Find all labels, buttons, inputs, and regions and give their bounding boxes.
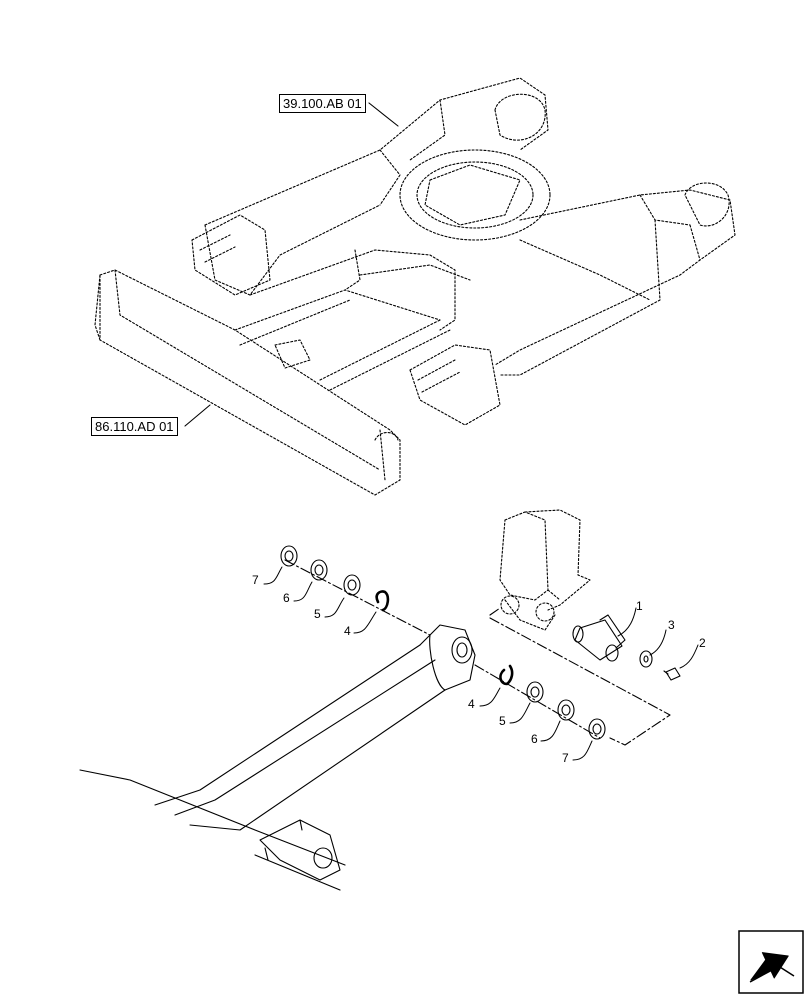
callout-1-pin: 1 bbox=[636, 599, 643, 613]
reference-label-frame[interactable]: 39.100.AB 01 bbox=[279, 94, 366, 113]
callout-leaders bbox=[263, 566, 699, 761]
callout-4-left: 4 bbox=[344, 624, 351, 638]
callout-5-left: 5 bbox=[314, 607, 321, 621]
reference-label-blade[interactable]: 86.110.AD 01 bbox=[91, 417, 178, 436]
ref-blade-leader bbox=[184, 404, 211, 427]
snap-ring-4-right bbox=[499, 664, 514, 686]
bolt-2 bbox=[665, 667, 681, 681]
callout-6-right: 6 bbox=[531, 732, 538, 746]
callout-4-right: 4 bbox=[468, 697, 475, 711]
ref-frame-leader bbox=[368, 102, 399, 127]
shim-5-right bbox=[526, 681, 544, 703]
shim-7-right bbox=[588, 718, 606, 740]
pin-assembly bbox=[572, 614, 681, 681]
blade-arm bbox=[79, 624, 476, 891]
pin-1 bbox=[574, 619, 623, 661]
shim-5-left bbox=[343, 574, 361, 596]
callout-7-right: 7 bbox=[562, 751, 569, 765]
callout-2-bolt: 2 bbox=[699, 636, 706, 650]
next-page-arrow-icon[interactable] bbox=[738, 930, 804, 994]
callout-7-left: 7 bbox=[252, 573, 259, 587]
washer-3 bbox=[639, 650, 653, 668]
shim-6-left bbox=[310, 559, 328, 581]
callout-3-washer: 3 bbox=[668, 618, 675, 632]
frame-bracket bbox=[499, 509, 591, 631]
explode-axis-line bbox=[284, 559, 601, 739]
callout-6-left: 6 bbox=[283, 591, 290, 605]
shim-7-left bbox=[280, 545, 298, 567]
explode-boundary-line bbox=[489, 607, 671, 746]
callout-5-right: 5 bbox=[499, 714, 506, 728]
right-part-group bbox=[499, 664, 606, 740]
undercarriage-frame bbox=[191, 77, 736, 426]
left-part-group bbox=[280, 545, 390, 612]
shim-6-right bbox=[557, 699, 575, 721]
dozer-blade bbox=[94, 269, 401, 496]
snap-ring-4-left bbox=[375, 590, 390, 612]
